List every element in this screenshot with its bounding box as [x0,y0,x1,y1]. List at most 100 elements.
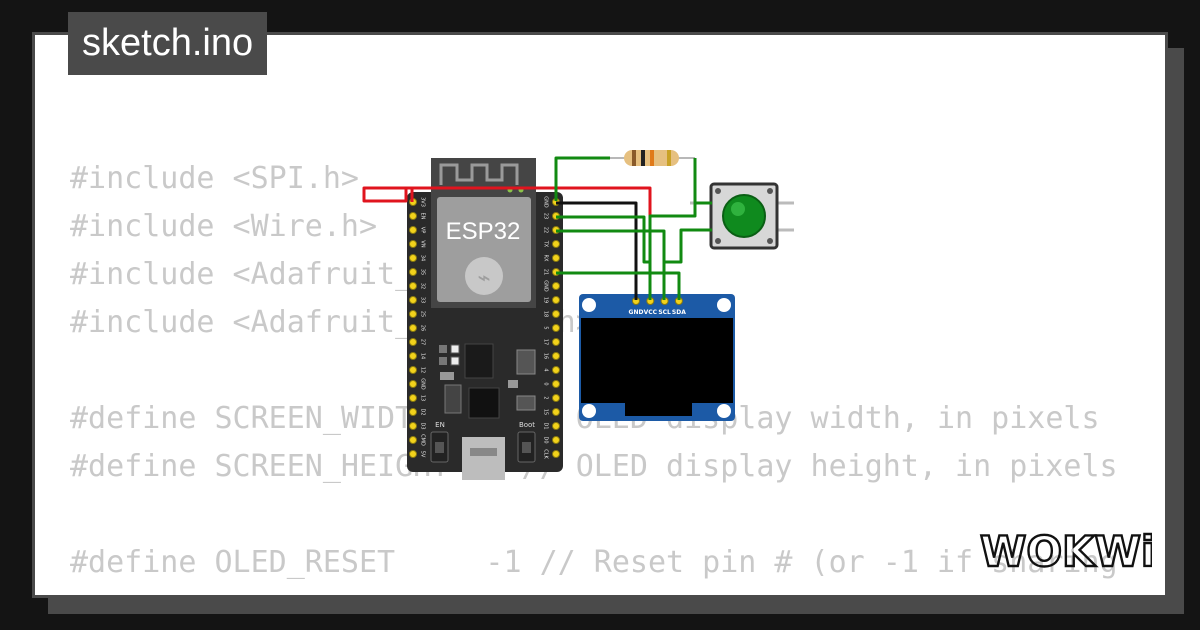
wire-gnd-to-oled-gnd [556,201,638,300]
esp32-left-pin-label: 27 [420,339,426,345]
esp32-right-pin-label: CLK [543,449,549,459]
esp32-left-pin[interactable] [409,366,417,374]
file-tab[interactable]: sketch.ino [68,12,268,75]
esp32-left-pin[interactable] [409,450,417,458]
oled-pin-label: GND [629,309,644,316]
esp32-left-pin[interactable] [409,338,417,346]
esp32-right-pin-label: 16 [543,353,549,359]
esp32-left-pin[interactable] [409,282,417,290]
esp32-left-pin-label: EN [420,213,426,220]
esp32-right-pin[interactable] [552,352,560,360]
wire-3v3-to-vcc [362,186,652,300]
wire-button-to-oled [662,228,712,300]
esp32-left-pin[interactable] [409,268,417,276]
oled-pin-label: SDA [672,309,686,316]
esp32-left-pin[interactable] [409,296,417,304]
esp32-right-pin[interactable] [552,282,560,290]
esp32-en-button[interactable] [430,431,449,463]
esp32-right-pin[interactable] [552,450,560,458]
esp32-right-pin[interactable] [552,324,560,332]
esp32-left-pin-label: VP [420,227,426,233]
esp32-right-pin-label: RX [543,255,549,262]
esp32-left-pin[interactable] [409,324,417,332]
push-button[interactable] [690,182,794,250]
esp32-left-pin[interactable] [409,254,417,262]
oled-pin-label: SCL [658,309,671,316]
esp32-boot-button[interactable] [517,431,536,463]
esp32-right-pin[interactable] [552,394,560,402]
esp32-right-pin-label: 0 [543,382,549,385]
esp32-right-pin-label: 23 [543,213,549,219]
esp32-left-pin-label: 25 [420,311,426,317]
esp32-right-pin[interactable] [552,310,560,318]
esp32-left-pin-label: 12 [420,367,426,373]
esp32-left-pin-label: 35 [420,269,426,275]
espressif-logo-icon: ⌁ [477,266,490,291]
wires [362,156,712,300]
code-line: #include <SPI.h> [70,161,359,196]
esp32-right-pin-label: 15 [543,409,549,415]
esp32-right-pin[interactable] [552,422,560,430]
esp32-right-pin-label: 22 [543,227,549,233]
esp32-left-pin-label: 34 [420,255,426,261]
esp32-left-pin[interactable] [409,436,417,444]
esp32-left-pin-label: 32 [420,283,426,289]
esp32-right-pin-label: 18 [543,311,549,317]
esp32-left-pin[interactable] [409,408,417,416]
wire-button-signal [556,215,652,300]
esp32-left-pin-label: GND [420,378,426,390]
esp32-right-pin-label: GND [543,280,549,292]
esp32-right-pin[interactable] [552,408,560,416]
esp32-left-pin[interactable] [409,310,417,318]
oled-pin-label: VCC [644,309,658,316]
esp32-left-pin[interactable] [409,240,417,248]
esp32-right-pin[interactable] [552,296,560,304]
esp32-left-pin[interactable] [409,352,417,360]
esp32-right-pin-label: D0 [543,436,549,443]
wokwi-logo-text: WOKWi [980,527,1152,576]
esp32-left-pin-label: D2 [420,408,426,415]
usb-port [462,437,505,480]
esp32-left-pin[interactable] [409,422,417,430]
esp32-left-pin-label: CMD [420,434,426,446]
wire-scl [556,229,666,300]
esp32-right-pin[interactable] [552,240,560,248]
esp32-right-pin-label: 2 [543,396,549,399]
wokwi-logo: WOKWi [979,526,1152,577]
esp32-right-pin[interactable] [552,338,560,346]
esp32-left-pin[interactable] [409,212,417,220]
esp32-en-label: EN [435,421,445,429]
esp32-right-pin-label: TX [543,240,549,248]
esp32-right-pin-label: 21 [543,269,549,275]
esp32-left-pin-label: D3 [420,422,426,429]
esp32-right-pin-label: GND [543,196,549,208]
esp32-left-pin-label: 5V [420,451,426,458]
esp32-left-pin-header: 3V3ENVPVN343532332526271412GND13D2D3CMD5… [409,197,426,458]
resistor [610,150,695,166]
wire-resistor-to-button [693,158,712,205]
esp32-right-pin-label: 17 [543,339,549,345]
esp32-left-pin[interactable] [409,394,417,402]
esp32-right-pin-label: D1 [543,422,549,429]
esp32-right-pin-label: 4 [543,368,549,371]
esp32-right-pin[interactable] [552,366,560,374]
esp32-left-pin[interactable] [409,380,417,388]
esp32-left-pin-label: VN [420,240,426,247]
esp32-left-pin[interactable] [409,226,417,234]
code-line: #include <Wire.h> [70,209,378,244]
esp32-right-pin[interactable] [552,254,560,262]
esp32-right-pin-label: 19 [543,297,549,303]
esp32-left-pin-label: 3V3 [420,197,426,207]
wire-button-return [648,203,697,262]
esp32-left-pin-label: 26 [420,325,426,331]
esp32-label: ESP32 [446,218,521,245]
esp32-right-pin[interactable] [552,380,560,388]
esp32-right-pin[interactable] [552,436,560,444]
code-line: #define SCREEN_HEIGHT 64 // OLED display… [70,449,1118,484]
wire-resistor-to-esp [554,156,610,201]
